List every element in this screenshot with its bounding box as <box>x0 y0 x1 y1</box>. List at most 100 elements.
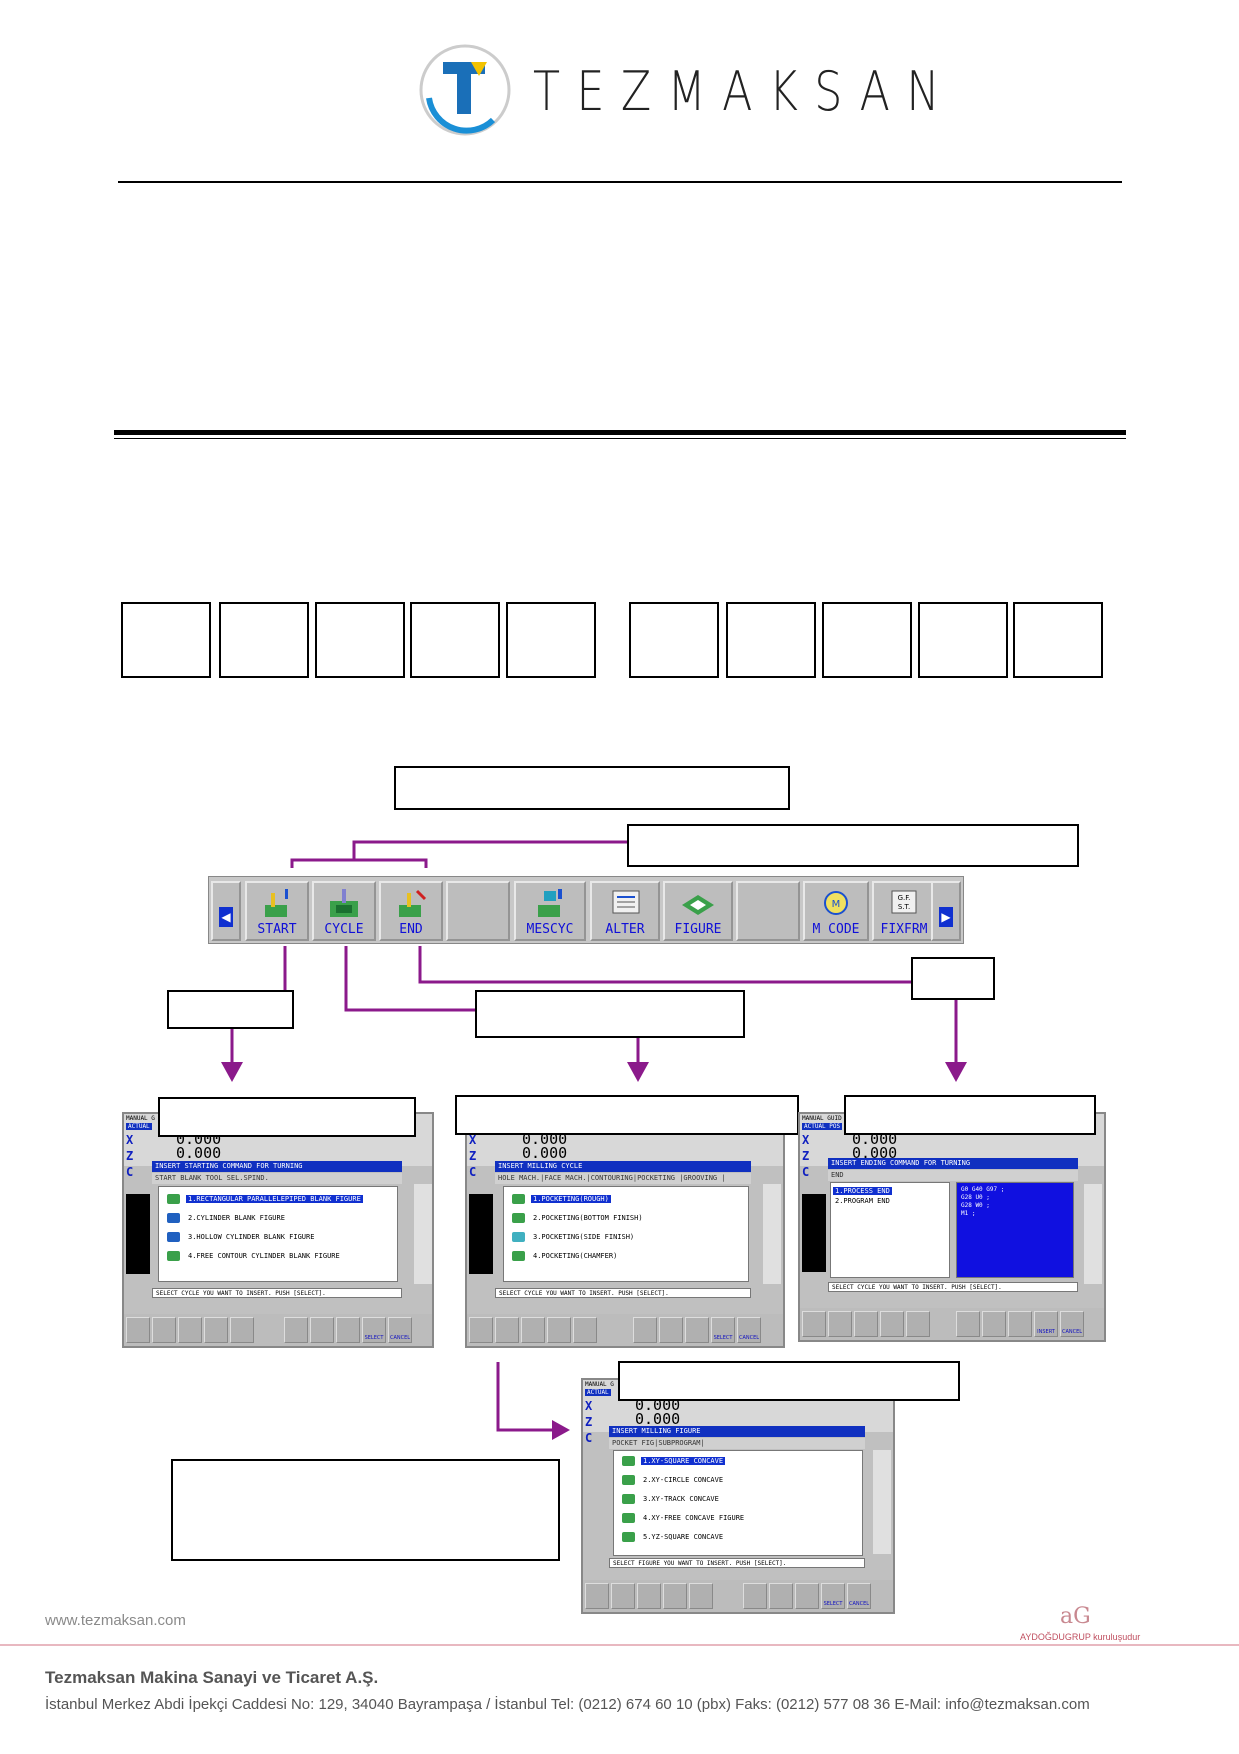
softkey-alter[interactable]: ALTER <box>590 881 660 941</box>
softkey-box-3 <box>315 602 405 678</box>
list-item[interactable]: 2.POCKETING(BOTTOM FINISH) <box>512 1212 645 1224</box>
axis-c: C <box>126 1165 134 1179</box>
softkey-end[interactable]: END <box>379 881 443 941</box>
softkey-box-8 <box>822 602 912 678</box>
header-divider <box>118 181 1122 183</box>
prompt-line: SELECT CYCLE YOU WANT TO INSERT. PUSH [S… <box>828 1282 1078 1292</box>
cancel-button[interactable]: CANCEL <box>847 1583 871 1609</box>
screen-softkey[interactable] <box>956 1311 980 1337</box>
screen-softkey[interactable] <box>795 1583 819 1609</box>
axis-x: X <box>469 1133 477 1147</box>
section-divider <box>114 430 1126 435</box>
screen-softkey[interactable] <box>685 1317 709 1343</box>
blank-figure-icon <box>167 1194 180 1204</box>
screen-softkey[interactable] <box>573 1317 597 1343</box>
screen-softkey[interactable] <box>769 1583 793 1609</box>
footer-divider <box>0 1644 1239 1646</box>
softkey-box-6 <box>629 602 719 678</box>
screen-softkey[interactable] <box>521 1317 545 1343</box>
softkey-empty-2[interactable] <box>736 881 800 941</box>
screen-softkey[interactable] <box>659 1317 683 1343</box>
screen-softkey[interactable] <box>828 1311 852 1337</box>
screen-softkey[interactable] <box>611 1583 635 1609</box>
screen-softkey[interactable] <box>336 1317 360 1343</box>
cancel-button[interactable]: CANCEL <box>1060 1311 1084 1337</box>
list-item[interactable]: 3.HOLLOW CYLINDER BLANK FIGURE <box>167 1231 316 1243</box>
company-address: İstanbul Merkez Abdi İpekçi Caddesi No: … <box>45 1696 1090 1713</box>
screen-softkey[interactable] <box>637 1583 661 1609</box>
screen-softkey[interactable] <box>854 1311 878 1337</box>
softkey-cycle[interactable]: CYCLE <box>312 881 376 941</box>
brand-name: TEZMAKSAN <box>533 60 956 123</box>
screen-softkey[interactable] <box>906 1311 930 1337</box>
item-list: 1.PROCESS END 2.PROGRAM END <box>830 1182 950 1278</box>
screen-softkey[interactable] <box>495 1317 519 1343</box>
softkey-next[interactable]: ▶ <box>931 881 961 941</box>
screen-softkey[interactable] <box>689 1583 713 1609</box>
section-divider-thin <box>114 438 1126 439</box>
screen-softkey[interactable] <box>284 1317 308 1343</box>
softkey-box-7 <box>726 602 816 678</box>
softkey-prev[interactable]: ◀ <box>211 881 241 941</box>
cycle-icon <box>330 889 358 917</box>
list-item[interactable]: 5.YZ-SQUARE CONCAVE <box>622 1531 725 1543</box>
list-item[interactable]: 1.PROCESS END <box>833 1187 892 1195</box>
screen-side-panel <box>126 1194 150 1274</box>
softkey-m-code[interactable]: M M CODE <box>803 881 869 941</box>
screen-softkey[interactable] <box>152 1317 176 1343</box>
softkey-empty-1[interactable] <box>446 881 510 941</box>
screen-softkey[interactable] <box>880 1311 904 1337</box>
screen-softkey[interactable] <box>469 1317 493 1343</box>
list-item[interactable]: 1.POCKETING(ROUGH) <box>512 1193 611 1205</box>
list-item[interactable]: 1.XY-SQUARE CONCAVE <box>622 1455 726 1467</box>
list-item[interactable]: 2.XY-CIRCLE CONCAVE <box>622 1474 725 1486</box>
softkey-mescyc[interactable]: MESCYC <box>514 881 586 941</box>
axis-value: 0.000 <box>852 1144 898 1162</box>
list-item[interactable]: 4.XY-FREE CONCAVE FIGURE <box>622 1512 746 1524</box>
prompt-line: SELECT CYCLE YOU WANT TO INSERT. PUSH [S… <box>152 1288 402 1298</box>
screen-softkey[interactable] <box>126 1317 150 1343</box>
list-item[interactable]: 2.CYLINDER BLANK FIGURE <box>167 1212 287 1224</box>
list-item[interactable]: 3.XY-TRACK CONCAVE <box>622 1493 721 1505</box>
mode-label: MANUAL GUID <box>802 1115 842 1122</box>
select-button[interactable]: SELECT <box>821 1583 845 1609</box>
screen-softkey[interactable] <box>663 1583 687 1609</box>
screen-softkey[interactable] <box>547 1317 571 1343</box>
list-item[interactable]: 2.PROGRAM END <box>835 1197 890 1205</box>
label-box-top <box>394 766 790 810</box>
insert-button[interactable]: INSERT <box>1034 1311 1058 1337</box>
list-item[interactable]: 4.FREE CONTOUR CYLINDER BLANK FIGURE <box>167 1250 342 1262</box>
screen-tabs: END <box>828 1170 1078 1181</box>
website-link[interactable]: www.tezmaksan.com <box>45 1612 186 1629</box>
softkey-fixfrm[interactable]: G.F.S.T. FIXFRM <box>872 881 936 941</box>
screen-softkeys: SELECT CANCEL <box>583 1580 893 1612</box>
screen-softkey[interactable] <box>204 1317 228 1343</box>
screen-softkey[interactable] <box>230 1317 254 1343</box>
screen-softkey[interactable] <box>802 1311 826 1337</box>
select-button[interactable]: SELECT <box>362 1317 386 1343</box>
screen-softkey[interactable] <box>633 1317 657 1343</box>
axis-z: Z <box>469 1149 477 1163</box>
softkey-figure[interactable]: FIGURE <box>663 881 733 941</box>
screen-start: MANUAL G ACTUAL X Z C 0.000 0.000 INSERT… <box>122 1112 434 1348</box>
list-item[interactable]: 3.POCKETING(SIDE FINISH) <box>512 1231 636 1243</box>
screen-softkey[interactable] <box>178 1317 202 1343</box>
screen-softkey[interactable] <box>743 1583 767 1609</box>
screen-softkey[interactable] <box>1008 1311 1032 1337</box>
right-status-panel <box>1084 1184 1102 1284</box>
softkey-box-9 <box>918 602 1008 678</box>
screen-softkey[interactable] <box>982 1311 1006 1337</box>
right-status-panel <box>763 1184 781 1284</box>
list-item[interactable]: 1.RECTANGULAR PARALLELEPIPED BLANK FIGUR… <box>167 1193 363 1205</box>
cancel-button[interactable]: CANCEL <box>388 1317 412 1343</box>
softkey-start[interactable]: START <box>245 881 309 941</box>
screen-softkey[interactable] <box>310 1317 334 1343</box>
softkey-box-10 <box>1013 602 1103 678</box>
screen-softkey[interactable] <box>585 1583 609 1609</box>
axis-z: Z <box>585 1415 593 1429</box>
select-button[interactable]: SELECT <box>711 1317 735 1343</box>
cancel-button[interactable]: CANCEL <box>737 1317 761 1343</box>
prompt-line: SELECT FIGURE YOU WANT TO INSERT. PUSH [… <box>609 1558 865 1568</box>
alter-icon <box>612 890 640 914</box>
list-item[interactable]: 4.POCKETING(CHAMFER) <box>512 1250 619 1262</box>
